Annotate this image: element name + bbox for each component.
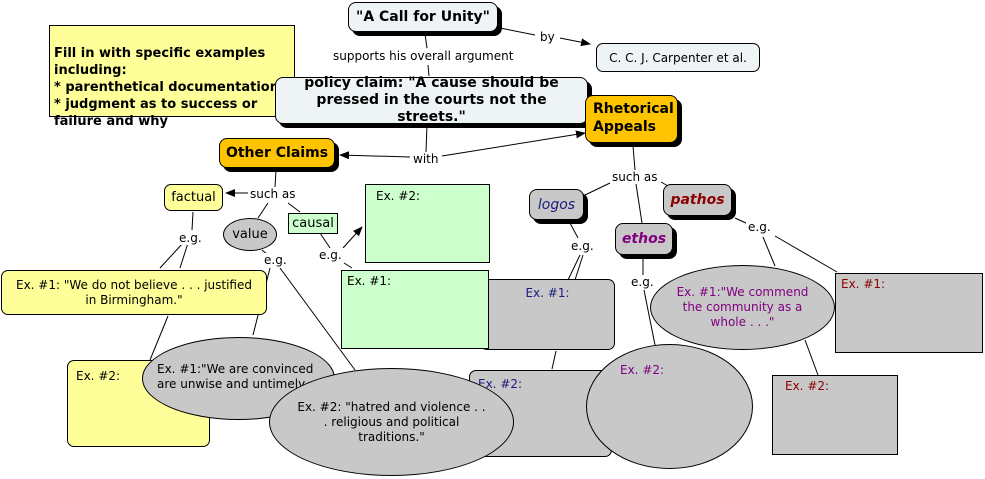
ethos-text: ethos bbox=[621, 231, 667, 247]
link-factual1-factual2 bbox=[149, 315, 169, 361]
factual-example-1[interactable]: Ex. #1: "We do not believe . . . justifi… bbox=[1, 270, 267, 315]
link-suchas-value bbox=[257, 202, 269, 219]
logos-node[interactable]: logos bbox=[529, 189, 584, 220]
link-label-such-as-appeals: such as bbox=[610, 170, 660, 184]
link-label-supports: supports his overall argument bbox=[331, 49, 516, 63]
link-with-other bbox=[339, 151, 411, 160]
link-by-author bbox=[559, 37, 591, 47]
link-eg-causal1 bbox=[343, 262, 353, 269]
other-claims-text: Other Claims bbox=[225, 145, 329, 161]
pathos-example-2[interactable]: Ex. #2: bbox=[772, 375, 898, 455]
link-label-such-as-claims: such as bbox=[248, 187, 298, 201]
link-title-supports bbox=[424, 33, 428, 49]
link-policy-with bbox=[425, 124, 428, 153]
ethos-example-2[interactable]: Ex. #2: bbox=[586, 344, 753, 469]
link-label-eg-factual: e.g. bbox=[177, 231, 204, 245]
link-label-eg-value: e.g. bbox=[262, 253, 289, 267]
pathos-example-1-text: Ex. #1: bbox=[841, 277, 886, 291]
ethos-node[interactable]: ethos bbox=[615, 223, 673, 255]
author-text: C. C. J. Carpenter et al. bbox=[609, 50, 747, 65]
link-causal-eg bbox=[319, 232, 331, 249]
value-text: value bbox=[232, 227, 268, 242]
link-suchas-ethos bbox=[635, 183, 643, 224]
value-example-1-text: Ex. #1:"We are convinced are unwise and … bbox=[157, 362, 314, 391]
link-title-by bbox=[499, 27, 536, 36]
link-eg-ethos2 bbox=[643, 289, 656, 346]
logos-example-1-text: Ex. #1: bbox=[525, 286, 570, 300]
link-label-eg-logos: e.g. bbox=[569, 239, 596, 253]
link-eg-value2 bbox=[279, 267, 356, 371]
link-label-eg-causal: e.g. bbox=[317, 248, 344, 262]
link-label-eg-pathos: e.g. bbox=[746, 220, 773, 234]
ethos-example-2-text: Ex. #2: bbox=[620, 363, 665, 377]
other-claims-node[interactable]: Other Claims bbox=[219, 138, 335, 168]
title-node[interactable]: "A Call for Unity" bbox=[348, 2, 498, 32]
instructions-text: Fill in with specific examples including… bbox=[54, 46, 279, 129]
link-eg-factual2 bbox=[179, 242, 189, 269]
link-label-eg-ethos: e.g. bbox=[629, 275, 656, 289]
link-eg-logos1b bbox=[574, 254, 584, 281]
value-node[interactable]: value bbox=[223, 218, 277, 251]
causal-example-1-text: Ex. #1: bbox=[347, 274, 392, 288]
link-suchas-logos bbox=[584, 182, 611, 196]
author-node[interactable]: C. C. J. Carpenter et al. bbox=[596, 43, 760, 72]
link-eg-pathos1 bbox=[774, 235, 838, 273]
ethos-example-1-text: Ex. #1:"We commend the community as a wh… bbox=[676, 285, 809, 329]
link-logos1-logos2 bbox=[551, 350, 557, 370]
causal-example-2[interactable]: Ex. #2: bbox=[365, 184, 490, 263]
rhetorical-appeals-text: Rhetorical Appeals bbox=[593, 101, 674, 135]
link-logos-eg bbox=[569, 222, 579, 239]
link-eg-ethos1 bbox=[762, 236, 776, 267]
causal-node[interactable]: causal bbox=[288, 213, 338, 234]
link-factual-eg bbox=[191, 211, 194, 231]
factual-node[interactable]: factual bbox=[164, 184, 223, 211]
pathos-example-1[interactable]: Ex. #1: bbox=[835, 273, 983, 353]
factual-example-2-text: Ex. #2: bbox=[76, 369, 121, 383]
link-pathos1-pathos2 bbox=[804, 339, 819, 376]
pathos-text: pathos bbox=[670, 192, 725, 208]
factual-example-1-text: Ex. #1: "We do not believe . . . justifi… bbox=[15, 277, 252, 307]
link-eg-causal2 bbox=[342, 226, 363, 249]
link-with-rhetorical bbox=[441, 130, 586, 157]
link-label-with: with bbox=[411, 152, 441, 166]
rhetorical-appeals-node[interactable]: Rhetorical Appeals bbox=[585, 95, 678, 143]
link-suchas-causal bbox=[287, 202, 301, 213]
ethos-example-1[interactable]: Ex. #1:"We commend the community as a wh… bbox=[650, 265, 835, 350]
link-label-by: by bbox=[538, 30, 557, 44]
causal-text: causal bbox=[292, 216, 334, 231]
causal-example-1[interactable]: Ex. #1: bbox=[341, 270, 489, 349]
logos-example-1[interactable]: Ex. #1: bbox=[480, 279, 615, 350]
factual-text: factual bbox=[171, 190, 216, 205]
value-example-2-text: Ex. #2: "hatred and violence . . . relig… bbox=[297, 399, 486, 444]
pathos-example-2-text: Ex. #2: bbox=[785, 379, 830, 393]
link-pathos-eg bbox=[734, 217, 749, 225]
logos-example-2-text: Ex. #2: bbox=[478, 377, 523, 391]
causal-example-2-text: Ex. #2: bbox=[376, 189, 421, 203]
instructions-note: Fill in with specific examples including… bbox=[49, 25, 295, 129]
link-eg-logos1 bbox=[567, 254, 581, 281]
link-eg-factual1 bbox=[159, 242, 184, 269]
logos-text: logos bbox=[537, 196, 576, 213]
policy-claim-text: policy claim: "A cause should be pressed… bbox=[304, 75, 559, 125]
pathos-node[interactable]: pathos bbox=[663, 184, 732, 216]
title-text: "A Call for Unity" bbox=[356, 9, 490, 25]
link-other-suchas bbox=[274, 169, 277, 188]
link-supports-policy bbox=[427, 64, 430, 77]
value-example-2[interactable]: Ex. #2: "hatred and violence . . . relig… bbox=[269, 368, 514, 476]
link-rhetorical-suchas bbox=[632, 145, 636, 171]
policy-claim-node[interactable]: policy claim: "A cause should be pressed… bbox=[275, 75, 588, 125]
